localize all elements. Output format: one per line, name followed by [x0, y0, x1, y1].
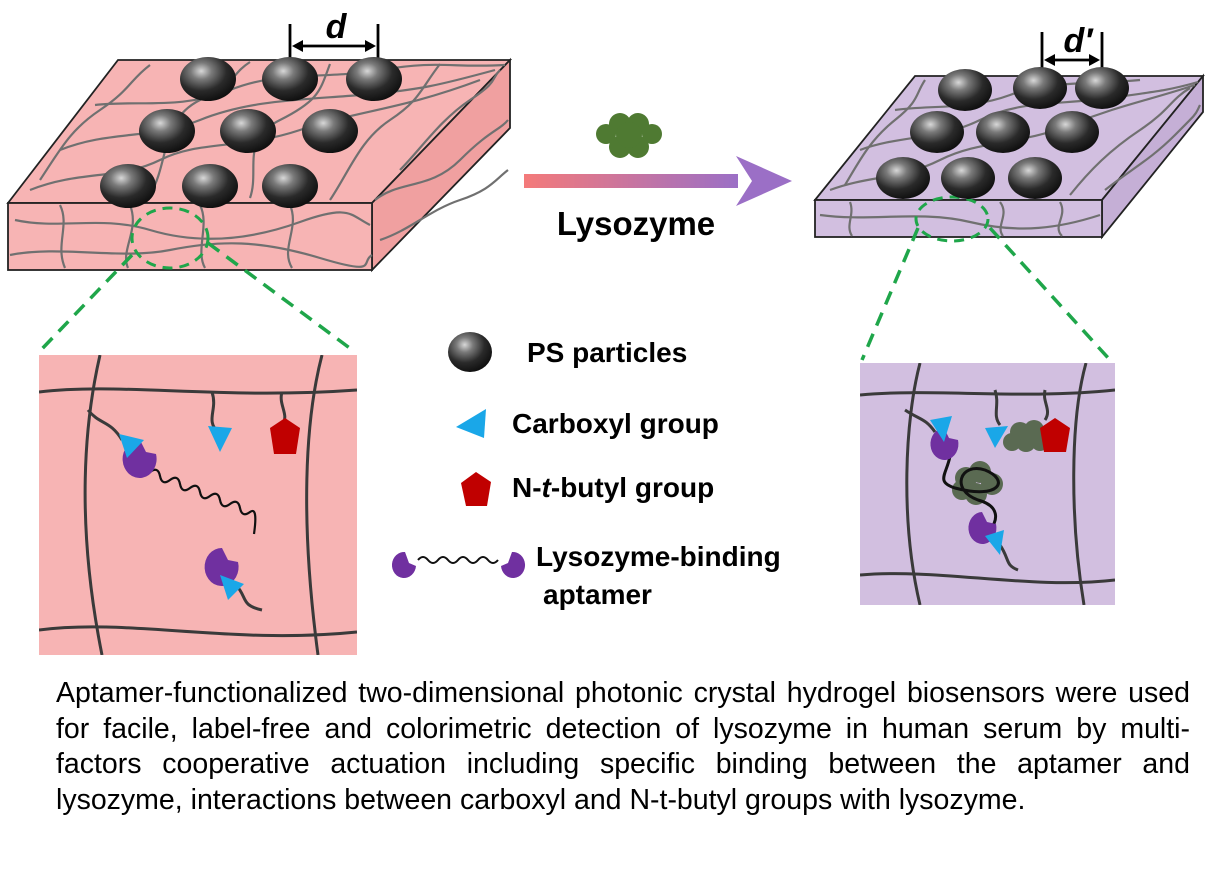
aptamer-strand-before: [149, 468, 257, 535]
zoom-panel-after: [860, 363, 1115, 605]
ps-particles-after: [876, 67, 1129, 199]
zoom-guides: [37, 226, 1112, 362]
legend-ps-label: PS particles: [527, 337, 687, 368]
zoom-panel-before: [39, 355, 357, 655]
aptamer-folded-after: [942, 439, 1000, 531]
carboxyl-icon: [119, 434, 144, 458]
ps-particle-legend-icon: [448, 332, 492, 372]
carboxyl-icon: [208, 426, 232, 452]
biosensor-diagram: d Lysozyme: [6, 8, 1205, 655]
carboxyl-icon: [930, 416, 952, 442]
carboxyl-icon: [985, 530, 1004, 555]
hydrogel-slab-after: [813, 73, 1205, 243]
aptamer-legend-icon: [391, 551, 526, 579]
legend: PS particles Carboxyl group N-t-butyl gr…: [391, 332, 781, 610]
carboxyl-legend-icon: [456, 409, 486, 438]
carboxyl-icon: [985, 426, 1008, 448]
legend-carboxyl-label: Carboxyl group: [512, 408, 719, 439]
n-t-butyl-icon: [1040, 418, 1070, 452]
zoom-circle-after: [914, 195, 990, 243]
lysozyme-cluster-icon: [596, 113, 662, 158]
figure-caption: Aptamer-functionalized two-dimensional p…: [56, 677, 1190, 816]
hydrogel-slab-before: [6, 57, 513, 273]
n-t-butyl-icon: [270, 418, 300, 454]
zoom-circle-before: [130, 206, 210, 270]
spacing-label-d-prime: d′: [1064, 22, 1095, 60]
n-t-butyl-legend-icon: [461, 472, 491, 506]
ps-particles-before: [100, 57, 402, 208]
spacing-label-d: d: [326, 8, 348, 46]
legend-aptamer-label-1: Lysozyme-binding: [536, 541, 781, 572]
legend-aptamer-label-2: aptamer: [543, 579, 652, 610]
carboxyl-icon: [220, 575, 244, 600]
legend-butyl-label: N-t-butyl group: [512, 472, 714, 503]
arrow-label: Lysozyme: [557, 205, 715, 242]
polymer-network-before: [9, 61, 509, 269]
reaction-arrow: [524, 156, 792, 206]
